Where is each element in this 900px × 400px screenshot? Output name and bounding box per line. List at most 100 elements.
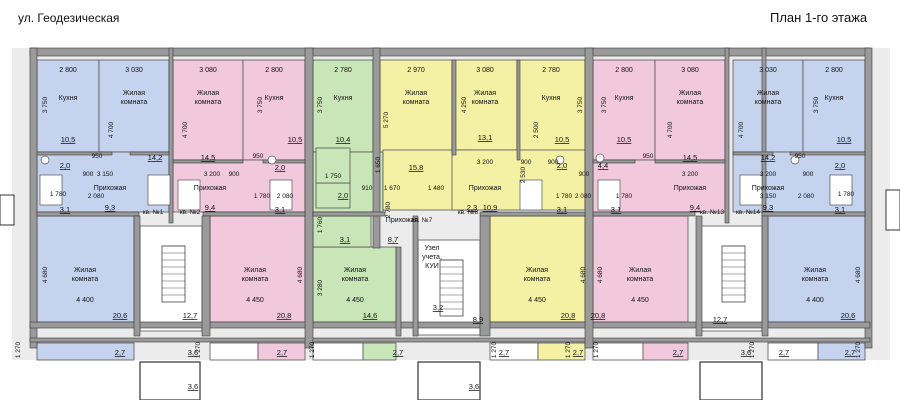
bathtub-icon bbox=[597, 179, 621, 211]
dim-misc: 900 bbox=[579, 171, 590, 178]
dim-misc: 950 bbox=[253, 153, 264, 160]
wall bbox=[479, 211, 586, 217]
apartment-number: кв. №8 bbox=[458, 209, 479, 216]
balcony bbox=[592, 342, 644, 361]
sink-icon bbox=[790, 155, 800, 165]
stair-flight bbox=[439, 259, 464, 317]
dim-top: 2 800 bbox=[825, 67, 843, 74]
balcony bbox=[537, 342, 586, 361]
living-top-area: 14,2 bbox=[761, 153, 776, 162]
bath-area: 2,0 bbox=[835, 161, 845, 170]
balcony-area: 2,7 bbox=[115, 348, 125, 357]
room-name-living: комната bbox=[403, 99, 430, 106]
wall bbox=[201, 215, 211, 337]
entry-area: 3,6 bbox=[469, 382, 479, 391]
apartment-number: кв. №2 bbox=[180, 209, 201, 216]
wall bbox=[584, 47, 594, 349]
wall bbox=[29, 321, 871, 329]
dim-misc: 1 480 bbox=[428, 185, 445, 192]
room-name-hall: Прихожая bbox=[386, 217, 419, 224]
dim-misc: 3 200 bbox=[477, 159, 494, 166]
apartment-number: кв. №13 bbox=[700, 209, 724, 216]
balcony-area: 2,7 bbox=[499, 348, 509, 357]
room-name-hall: Прихожая bbox=[674, 185, 707, 192]
living-bottom-area: 20,6 bbox=[841, 311, 856, 320]
hall-area: 9,4 bbox=[205, 203, 215, 212]
entrance-vestibule bbox=[139, 361, 201, 400]
dim-vertical: 1 270 bbox=[565, 341, 572, 358]
dim-width: 4 400 bbox=[76, 297, 94, 304]
living-bottom-area: 20,8 bbox=[591, 311, 606, 320]
room-name-node: Узел bbox=[425, 245, 440, 252]
dim-top: 2 800 bbox=[615, 67, 633, 74]
wall bbox=[312, 211, 386, 217]
room-name-living: Жилая bbox=[405, 90, 427, 97]
kitchen-14 bbox=[802, 59, 866, 153]
dim-top: 2 800 bbox=[59, 67, 77, 74]
dim-vertical: 3 750 bbox=[317, 96, 324, 113]
sink-icon bbox=[267, 155, 277, 165]
living-top-area: 14,5 bbox=[683, 153, 698, 162]
entrance-vestibule bbox=[699, 361, 763, 400]
living-room-2-top bbox=[172, 59, 244, 161]
living-room-13-top bbox=[654, 59, 726, 161]
dim-top: 3 080 bbox=[476, 67, 494, 74]
stairs-layer bbox=[161, 245, 746, 317]
room-name-living: Жилая bbox=[526, 267, 548, 274]
room-name-kitchen: Кухня bbox=[615, 95, 634, 102]
dim-vertical: 4 700 bbox=[667, 121, 674, 138]
dim-misc: 900 bbox=[548, 159, 559, 166]
dim-misc: 910 bbox=[362, 185, 373, 192]
room-name-hall: Прихожая bbox=[752, 185, 785, 192]
dim-top: 3 080 bbox=[681, 67, 699, 74]
room-name-living: Жилая bbox=[74, 267, 96, 274]
entry-area: 3,6 bbox=[188, 382, 198, 391]
wall bbox=[29, 47, 38, 349]
apartment-number: кв. №1 bbox=[143, 209, 164, 216]
stair-3 bbox=[699, 225, 763, 332]
dim-misc: 3 200 bbox=[204, 171, 221, 178]
wall bbox=[395, 246, 402, 337]
living-room-14-top bbox=[732, 59, 804, 153]
dim-vertical: 2 780 bbox=[385, 201, 392, 218]
dim-width: 4 450 bbox=[346, 297, 364, 304]
kitchen-area: 10,5 bbox=[288, 135, 303, 144]
bathtub-icon bbox=[269, 179, 293, 211]
dim-misc: 950 bbox=[92, 153, 103, 160]
wall bbox=[732, 151, 774, 156]
room-name-living: Жилая bbox=[244, 267, 266, 274]
wc-area: 3,1 bbox=[557, 205, 567, 214]
dim-misc: 950 bbox=[643, 153, 654, 160]
kitchen-area: 10,5 bbox=[617, 135, 632, 144]
wall bbox=[654, 159, 726, 164]
room-name-kitchen: Кухня bbox=[334, 95, 353, 102]
dim-misc: 1 780 bbox=[616, 193, 633, 200]
dim-vertical: 1 270 bbox=[15, 341, 22, 358]
wall bbox=[724, 47, 730, 224]
dim-vertical: 1 270 bbox=[309, 341, 316, 358]
wall bbox=[29, 337, 871, 343]
dim-misc: 3 150 bbox=[97, 171, 114, 178]
balcony-area: 2,7 bbox=[393, 348, 403, 357]
living-top-area: 13,1 bbox=[478, 133, 493, 142]
stair-flight bbox=[161, 245, 186, 303]
room-name-living: комната bbox=[627, 276, 654, 283]
wall bbox=[202, 211, 306, 217]
living-top-area: 14,5 bbox=[201, 153, 216, 162]
kitchen-area: 10,5 bbox=[837, 135, 852, 144]
wall bbox=[172, 159, 244, 164]
room-name-kitchen: Кухня bbox=[825, 95, 844, 102]
dim-vertical: 1 270 bbox=[855, 341, 862, 358]
room-name-living: Жилая bbox=[804, 267, 826, 274]
wc-area: 2,3 bbox=[467, 203, 477, 212]
dim-vertical: 1 270 bbox=[195, 341, 202, 358]
balcony bbox=[209, 342, 259, 361]
room-name-living: комната bbox=[242, 276, 269, 283]
bath-area: 2,0 bbox=[338, 191, 348, 200]
bath-7-top bbox=[315, 147, 351, 184]
apartment-number: кв. №7 bbox=[412, 217, 433, 224]
living-room-1-top bbox=[98, 59, 170, 153]
stair-area: 12,7 bbox=[713, 315, 728, 324]
